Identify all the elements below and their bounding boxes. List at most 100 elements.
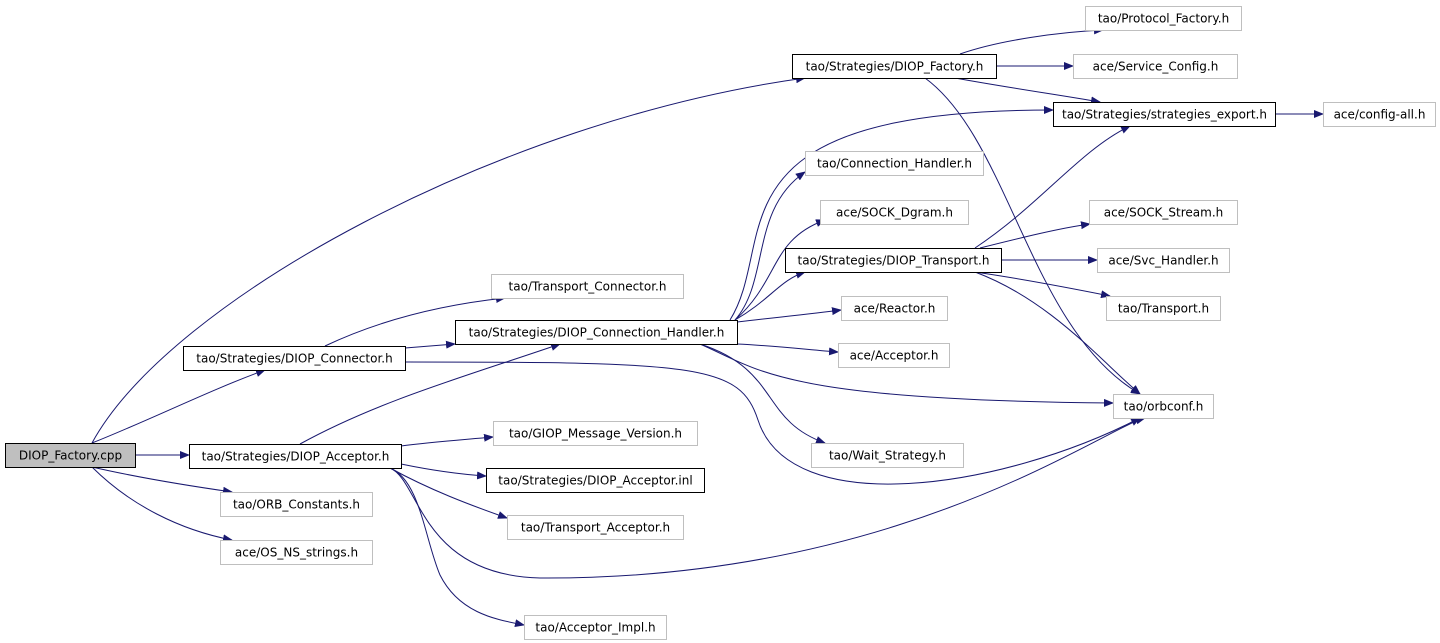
node-diop-transport-h[interactable]: tao/Strategies/DIOP_Transport.h xyxy=(785,248,1002,273)
node-svc-handler-h[interactable]: ace/Svc_Handler.h xyxy=(1097,248,1230,273)
node-box xyxy=(220,540,373,565)
node-wait-strategy-h[interactable]: tao/Wait_Strategy.h xyxy=(811,443,964,468)
edge-diop-connection-handler-h-to-reactor-h xyxy=(736,307,842,323)
node-box xyxy=(841,296,948,321)
node-label: tao/Transport.h xyxy=(1118,302,1209,316)
edges-layer xyxy=(91,26,1324,628)
node-diop-acceptor-inl[interactable]: tao/Strategies/DIOP_Acceptor.inl xyxy=(486,468,705,493)
node-label: tao/Transport_Acceptor.h xyxy=(521,521,670,535)
node-box xyxy=(838,343,950,368)
edge-diop-connection-handler-h-to-orbconf-h xyxy=(699,343,1114,407)
node-sock-stream-h[interactable]: ace/SOCK_Stream.h xyxy=(1089,200,1238,225)
node-box xyxy=(486,468,705,493)
edge-diop-transport-h-to-transport-h xyxy=(974,271,1111,299)
node-label: tao/orbconf.h xyxy=(1124,400,1204,414)
edge-diop-connection-handler-h-to-strategies-export-h xyxy=(729,106,1054,321)
edge-diop-factory-cpp-to-orb-constants-h xyxy=(91,466,233,495)
edge-diop-connector-h-to-orbconf-h xyxy=(404,361,1141,485)
node-label: tao/Strategies/DIOP_Transport.h xyxy=(798,254,990,268)
node-box xyxy=(1073,54,1238,79)
node-strategies-export-h[interactable]: tao/Strategies/strategies_export.h xyxy=(1053,102,1276,127)
node-box xyxy=(1106,296,1221,321)
edge-diop-factory-cpp-to-os-ns-strings-h xyxy=(91,466,233,543)
edge-diop-acceptor-h-to-diop-acceptor-inl xyxy=(400,463,487,480)
node-box xyxy=(1097,248,1230,273)
node-box xyxy=(1085,6,1242,31)
edge-diop-factory-h-to-orbconf-h xyxy=(924,77,1141,395)
edge-diop-connection-handler-h-to-wait-strategy-h xyxy=(699,343,826,444)
node-label: ace/config-all.h xyxy=(1334,108,1426,122)
edge-diop-connection-handler-h-to-sock-dgram-h xyxy=(734,219,826,321)
edge-diop-connector-h-to-transport-connector-h xyxy=(324,294,506,347)
node-label: ace/Service_Config.h xyxy=(1093,60,1219,74)
node-label: tao/ORB_Constants.h xyxy=(233,498,360,512)
node-diop-connection-handler-h[interactable]: tao/Strategies/DIOP_Connection_Handler.h xyxy=(455,320,738,345)
node-label: DIOP_Factory.cpp xyxy=(19,449,122,463)
node-sock-dgram-h[interactable]: ace/SOCK_Dgram.h xyxy=(820,200,969,225)
node-reactor-h[interactable]: ace/Reactor.h xyxy=(841,296,948,321)
node-transport-acceptor-h[interactable]: tao/Transport_Acceptor.h xyxy=(507,515,684,540)
edge-diop-acceptor-h-to-giop-message-version-h xyxy=(400,433,494,447)
node-label: tao/Strategies/DIOP_Acceptor.h xyxy=(202,450,390,464)
node-diop-factory-cpp[interactable]: DIOP_Factory.cpp xyxy=(5,443,136,468)
node-label: tao/GIOP_Message_Version.h xyxy=(509,427,682,441)
node-box xyxy=(524,615,667,640)
node-label: ace/Acceptor.h xyxy=(850,349,939,363)
node-box xyxy=(491,274,684,299)
node-label: ace/OS_NS_strings.h xyxy=(235,546,358,560)
node-box xyxy=(785,248,1002,273)
node-transport-h[interactable]: tao/Transport.h xyxy=(1106,296,1221,321)
node-transport-connector-h[interactable]: tao/Transport_Connector.h xyxy=(491,274,684,299)
node-box xyxy=(1089,200,1238,225)
node-box xyxy=(1323,102,1436,127)
node-protocol-factory-h[interactable]: tao/Protocol_Factory.h xyxy=(1085,6,1242,31)
node-giop-message-version-h[interactable]: tao/GIOP_Message_Version.h xyxy=(493,421,698,446)
node-acceptor-impl-h[interactable]: tao/Acceptor_Impl.h xyxy=(524,615,667,640)
node-label: tao/Strategies/strategies_export.h xyxy=(1062,108,1267,122)
node-box xyxy=(183,346,406,371)
node-box xyxy=(805,151,984,176)
edge-diop-factory-cpp-to-diop-factory-h xyxy=(91,75,806,444)
edge-diop-connector-h-to-diop-connection-handler-h xyxy=(404,340,456,349)
edge-diop-connection-handler-h-to-diop-transport-h xyxy=(734,270,806,321)
node-diop-connector-h[interactable]: tao/Strategies/DIOP_Connector.h xyxy=(183,346,406,371)
node-label: tao/Strategies/DIOP_Connection_Handler.h xyxy=(469,326,725,340)
node-label: tao/Acceptor_Impl.h xyxy=(535,621,655,635)
node-label: ace/Svc_Handler.h xyxy=(1108,254,1218,268)
node-connection-handler-h[interactable]: tao/Connection_Handler.h xyxy=(805,151,984,176)
node-box xyxy=(507,515,684,540)
node-acceptor-h[interactable]: ace/Acceptor.h xyxy=(838,343,950,368)
edge-diop-transport-h-to-strategies-export-h xyxy=(974,125,1131,249)
edge-diop-acceptor-h-to-transport-acceptor-h xyxy=(389,467,508,519)
node-orb-constants-h[interactable]: tao/ORB_Constants.h xyxy=(220,492,373,517)
node-label: tao/Wait_Strategy.h xyxy=(829,449,946,463)
edge-diop-transport-h-to-orbconf-h xyxy=(974,271,1141,395)
node-label: tao/Strategies/DIOP_Factory.h xyxy=(806,60,984,74)
node-box xyxy=(820,200,969,225)
node-diop-acceptor-h[interactable]: tao/Strategies/DIOP_Acceptor.h xyxy=(189,444,402,469)
node-box xyxy=(220,492,373,517)
node-label: ace/Reactor.h xyxy=(854,302,936,316)
node-box xyxy=(1113,394,1214,419)
node-orbconf-h[interactable]: tao/orbconf.h xyxy=(1113,394,1214,419)
node-service-config-h[interactable]: ace/Service_Config.h xyxy=(1073,54,1238,79)
node-label: tao/Protocol_Factory.h xyxy=(1098,12,1229,26)
node-label: tao/Strategies/DIOP_Connector.h xyxy=(196,352,392,366)
edge-diop-connection-handler-h-to-acceptor-h xyxy=(736,343,839,356)
node-box xyxy=(455,320,738,345)
node-label: ace/SOCK_Dgram.h xyxy=(836,206,953,220)
nodes-layer: DIOP_Factory.cpp tao/Strategies/DIOP_Fact… xyxy=(5,6,1436,640)
edge-diop-factory-cpp-to-diop-connector-h xyxy=(91,369,266,444)
node-box xyxy=(189,444,402,469)
node-os-ns-strings-h[interactable]: ace/OS_NS_strings.h xyxy=(220,540,373,565)
node-box xyxy=(5,443,136,468)
edge-diop-acceptor-h-to-diop-connection-handler-h xyxy=(299,343,561,445)
node-diop-factory-h[interactable]: tao/Strategies/DIOP_Factory.h xyxy=(792,54,997,79)
node-label: tao/Strategies/DIOP_Acceptor.inl xyxy=(498,474,692,488)
node-config-all-h[interactable]: ace/config-all.h xyxy=(1323,102,1436,127)
edge-diop-transport-h-to-sock-stream-h xyxy=(979,221,1091,249)
node-box xyxy=(811,443,964,468)
node-box xyxy=(792,54,997,79)
edge-diop-connection-handler-h-to-connection-handler-h xyxy=(734,171,806,321)
